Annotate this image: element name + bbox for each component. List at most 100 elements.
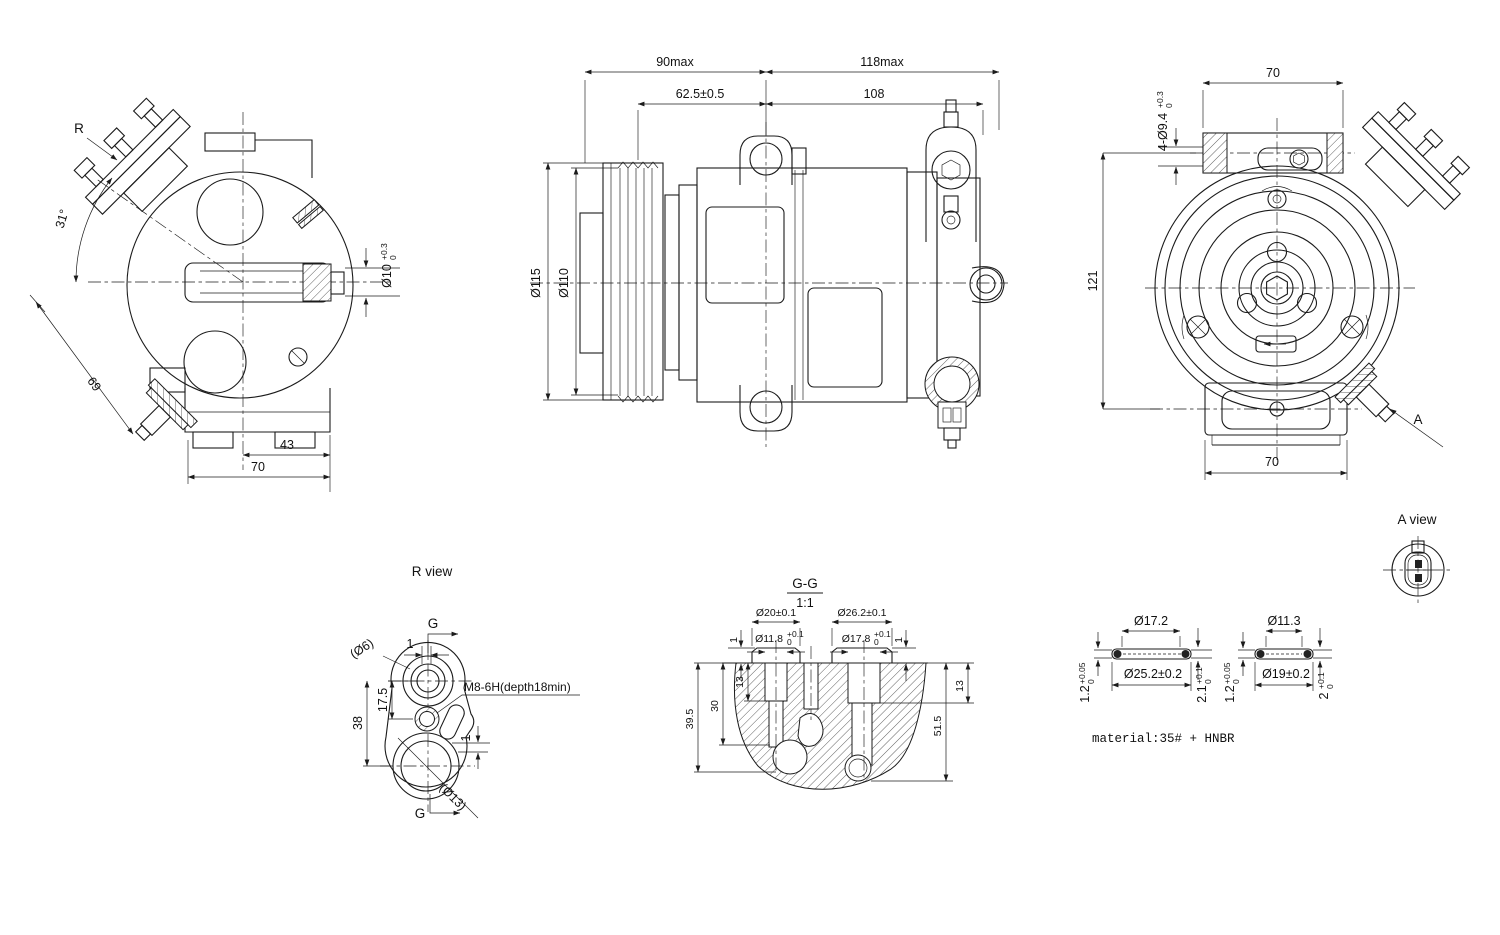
view-arrow-r: R [74, 121, 118, 161]
seal-r-outer-label: Ø19±0.2 [1262, 667, 1310, 681]
gg-39-5-label: 39.5 [684, 709, 696, 730]
seal-detail-right: Ø11.3 Ø19±0.2 1.2 +0.05 0 2 +0.1 0 [1222, 614, 1335, 703]
electrical-connector [924, 356, 980, 449]
dim-90max: 90max [584, 55, 767, 163]
section-gg: G-G 1:1 Ø20±0.1 Ø11.8 +0.1 0 Ø26.2±0.1 Ø… [684, 576, 974, 790]
dim-121: 121 [1086, 152, 1196, 410]
gg-title: G-G [792, 576, 818, 591]
seal-l-th2-up: +0.1 [1194, 667, 1204, 684]
dim-70-label: 70 [251, 460, 265, 474]
dim-38: 38 [351, 680, 391, 767]
dia17-8-tol-up: +0.1 [874, 629, 891, 639]
dim-17-5-label: 17.5 [376, 688, 390, 712]
dia17-8-label: Ø17.8 [842, 633, 871, 645]
holes-tol-up: +0.3 [1155, 91, 1165, 108]
dim-118max: 118max [765, 55, 1000, 130]
dia110-label: Ø110 [557, 268, 571, 298]
bottom-mount [1204, 382, 1348, 446]
key-detail [292, 198, 324, 230]
seal-l-th1-dn: 0 [1086, 679, 1096, 684]
cut-line-g-top: G [427, 616, 459, 656]
dia6-label: (Ø6) [348, 636, 377, 661]
dim-70-bottom-label: 70 [1265, 455, 1279, 469]
dia17-8-tol-dn: 0 [874, 637, 879, 647]
front-connector [1361, 101, 1471, 211]
cut-g-bottom-label: G [415, 806, 426, 821]
dim-dia17-8: Ø17.8 +0.1 0 [830, 629, 898, 655]
dim-70-top-label: 70 [1266, 66, 1280, 80]
seal-detail-left: Ø17.2 Ø25.2±0.2 1.2 +0.05 0 2.1 +0.1 0 [1077, 614, 1213, 703]
dim-dia11-8: Ø11.8 +0.1 0 [747, 629, 805, 655]
dim-69: 69 [29, 294, 134, 435]
holes-tol-dn: 0 [1164, 103, 1174, 108]
seal-r-th2-up: +0.1 [1316, 672, 1326, 689]
side-port-stub [1334, 362, 1395, 423]
pulley [579, 161, 664, 403]
dim-62-5: 62.5±0.5 [637, 87, 767, 160]
dim-1-top: 1 [404, 637, 449, 664]
shaft-dia-label: Ø10 [380, 264, 394, 288]
r-view: R view G G 1 (Ø6) M8-6H(depth18min) 17.5 [348, 564, 580, 821]
dim-118max-label: 118max [860, 55, 904, 69]
clutch-face [1154, 165, 1400, 411]
top-mount-lug [1202, 132, 1344, 174]
dim-70-bottom: 70 [1204, 440, 1348, 480]
dim-seal-l-outer: Ø25.2±0.2 [1111, 662, 1192, 691]
dim-1-right-gg: 1 [892, 630, 916, 681]
dim-dia115: Ø115 [529, 162, 605, 401]
seal-l-th1-label: 1.2 [1078, 685, 1092, 702]
cut-line-g-bottom: G [415, 794, 461, 821]
dia11-8-tol-dn: 0 [787, 637, 792, 647]
dim-seal-l-th2: 2.1 +0.1 0 [1194, 628, 1213, 703]
dim-seal-l-inner: Ø17.2 [1121, 614, 1181, 647]
dim-43-label: 43 [280, 438, 294, 452]
view-arrow-r-label: R [74, 121, 84, 136]
seal-l-th2-dn: 0 [1203, 679, 1213, 684]
gg-13-left-label: 13 [734, 676, 746, 688]
seal-l-th1-up: +0.05 [1077, 662, 1087, 684]
shaft-dia-tol-up: +0.3 [379, 243, 389, 260]
dim-108: 108 [765, 87, 984, 135]
cut-g-top-label: G [428, 616, 439, 631]
view-arrow-a-label: A [1413, 412, 1422, 427]
rear-connector [73, 97, 191, 215]
dim-dia20: Ø20±0.1 [751, 607, 801, 646]
mount-bolt-left [1181, 314, 1210, 340]
seal-r-th1-dn: 0 [1231, 679, 1241, 684]
pressure-port-connector [134, 378, 198, 442]
seal-r-inner-label: Ø11.3 [1267, 614, 1300, 628]
dia11-8-label: Ø11.8 [755, 633, 783, 645]
dim-dia26-2: Ø26.2±0.1 [831, 607, 893, 646]
left-view: 43 70 69 31° R Ø10 +0.3 0 [29, 97, 400, 492]
dim-38-label: 38 [351, 716, 365, 730]
r-view-title: R view [412, 564, 453, 579]
dia11-8-tol-up: +0.1 [787, 629, 804, 639]
right-view: 70 4-Ø9.4 +0.3 0 121 70 A [1086, 66, 1471, 480]
compressor-body [696, 135, 908, 432]
dim-39-5: 39.5 [684, 662, 776, 773]
dim-1-bottom-label: 1 [459, 734, 473, 741]
thread-note: M8-6H(depth18min) [436, 680, 580, 714]
dia26-2-label: Ø26.2±0.1 [838, 607, 887, 619]
gg-1-right-label: 1 [893, 637, 905, 643]
dim-seal-r-outer: Ø19±0.2 [1254, 662, 1314, 691]
material-note: material:35# + HNBR [1092, 732, 1235, 746]
a-view: A view [1383, 512, 1452, 604]
mount-bolt-right [1340, 314, 1369, 340]
dim-13-right: 13 [880, 662, 974, 704]
gg-30-label: 30 [709, 700, 721, 712]
dim-1-left-gg: 1 [728, 630, 755, 681]
dim-90max-label: 90max [656, 55, 694, 69]
a-view-title: A view [1397, 512, 1436, 527]
dim-1-bottom: 1 [452, 726, 490, 769]
dim-angle: 31° [53, 177, 113, 283]
dim-holes: 4-Ø9.4 +0.3 0 [1155, 91, 1203, 185]
thread-note-label: M8-6H(depth18min) [464, 680, 571, 694]
port-small-label: (Ø6) [348, 636, 411, 670]
seal-l-outer-label: Ø25.2±0.2 [1124, 667, 1182, 681]
dim-51-5: 51.5 [871, 662, 953, 782]
shaft-dia-tol-dn: 0 [388, 255, 398, 260]
dim-seal-r-th2: 2 +0.1 0 [1316, 628, 1335, 699]
dim-seal-r-th1: 1.2 +0.05 0 [1222, 632, 1246, 703]
